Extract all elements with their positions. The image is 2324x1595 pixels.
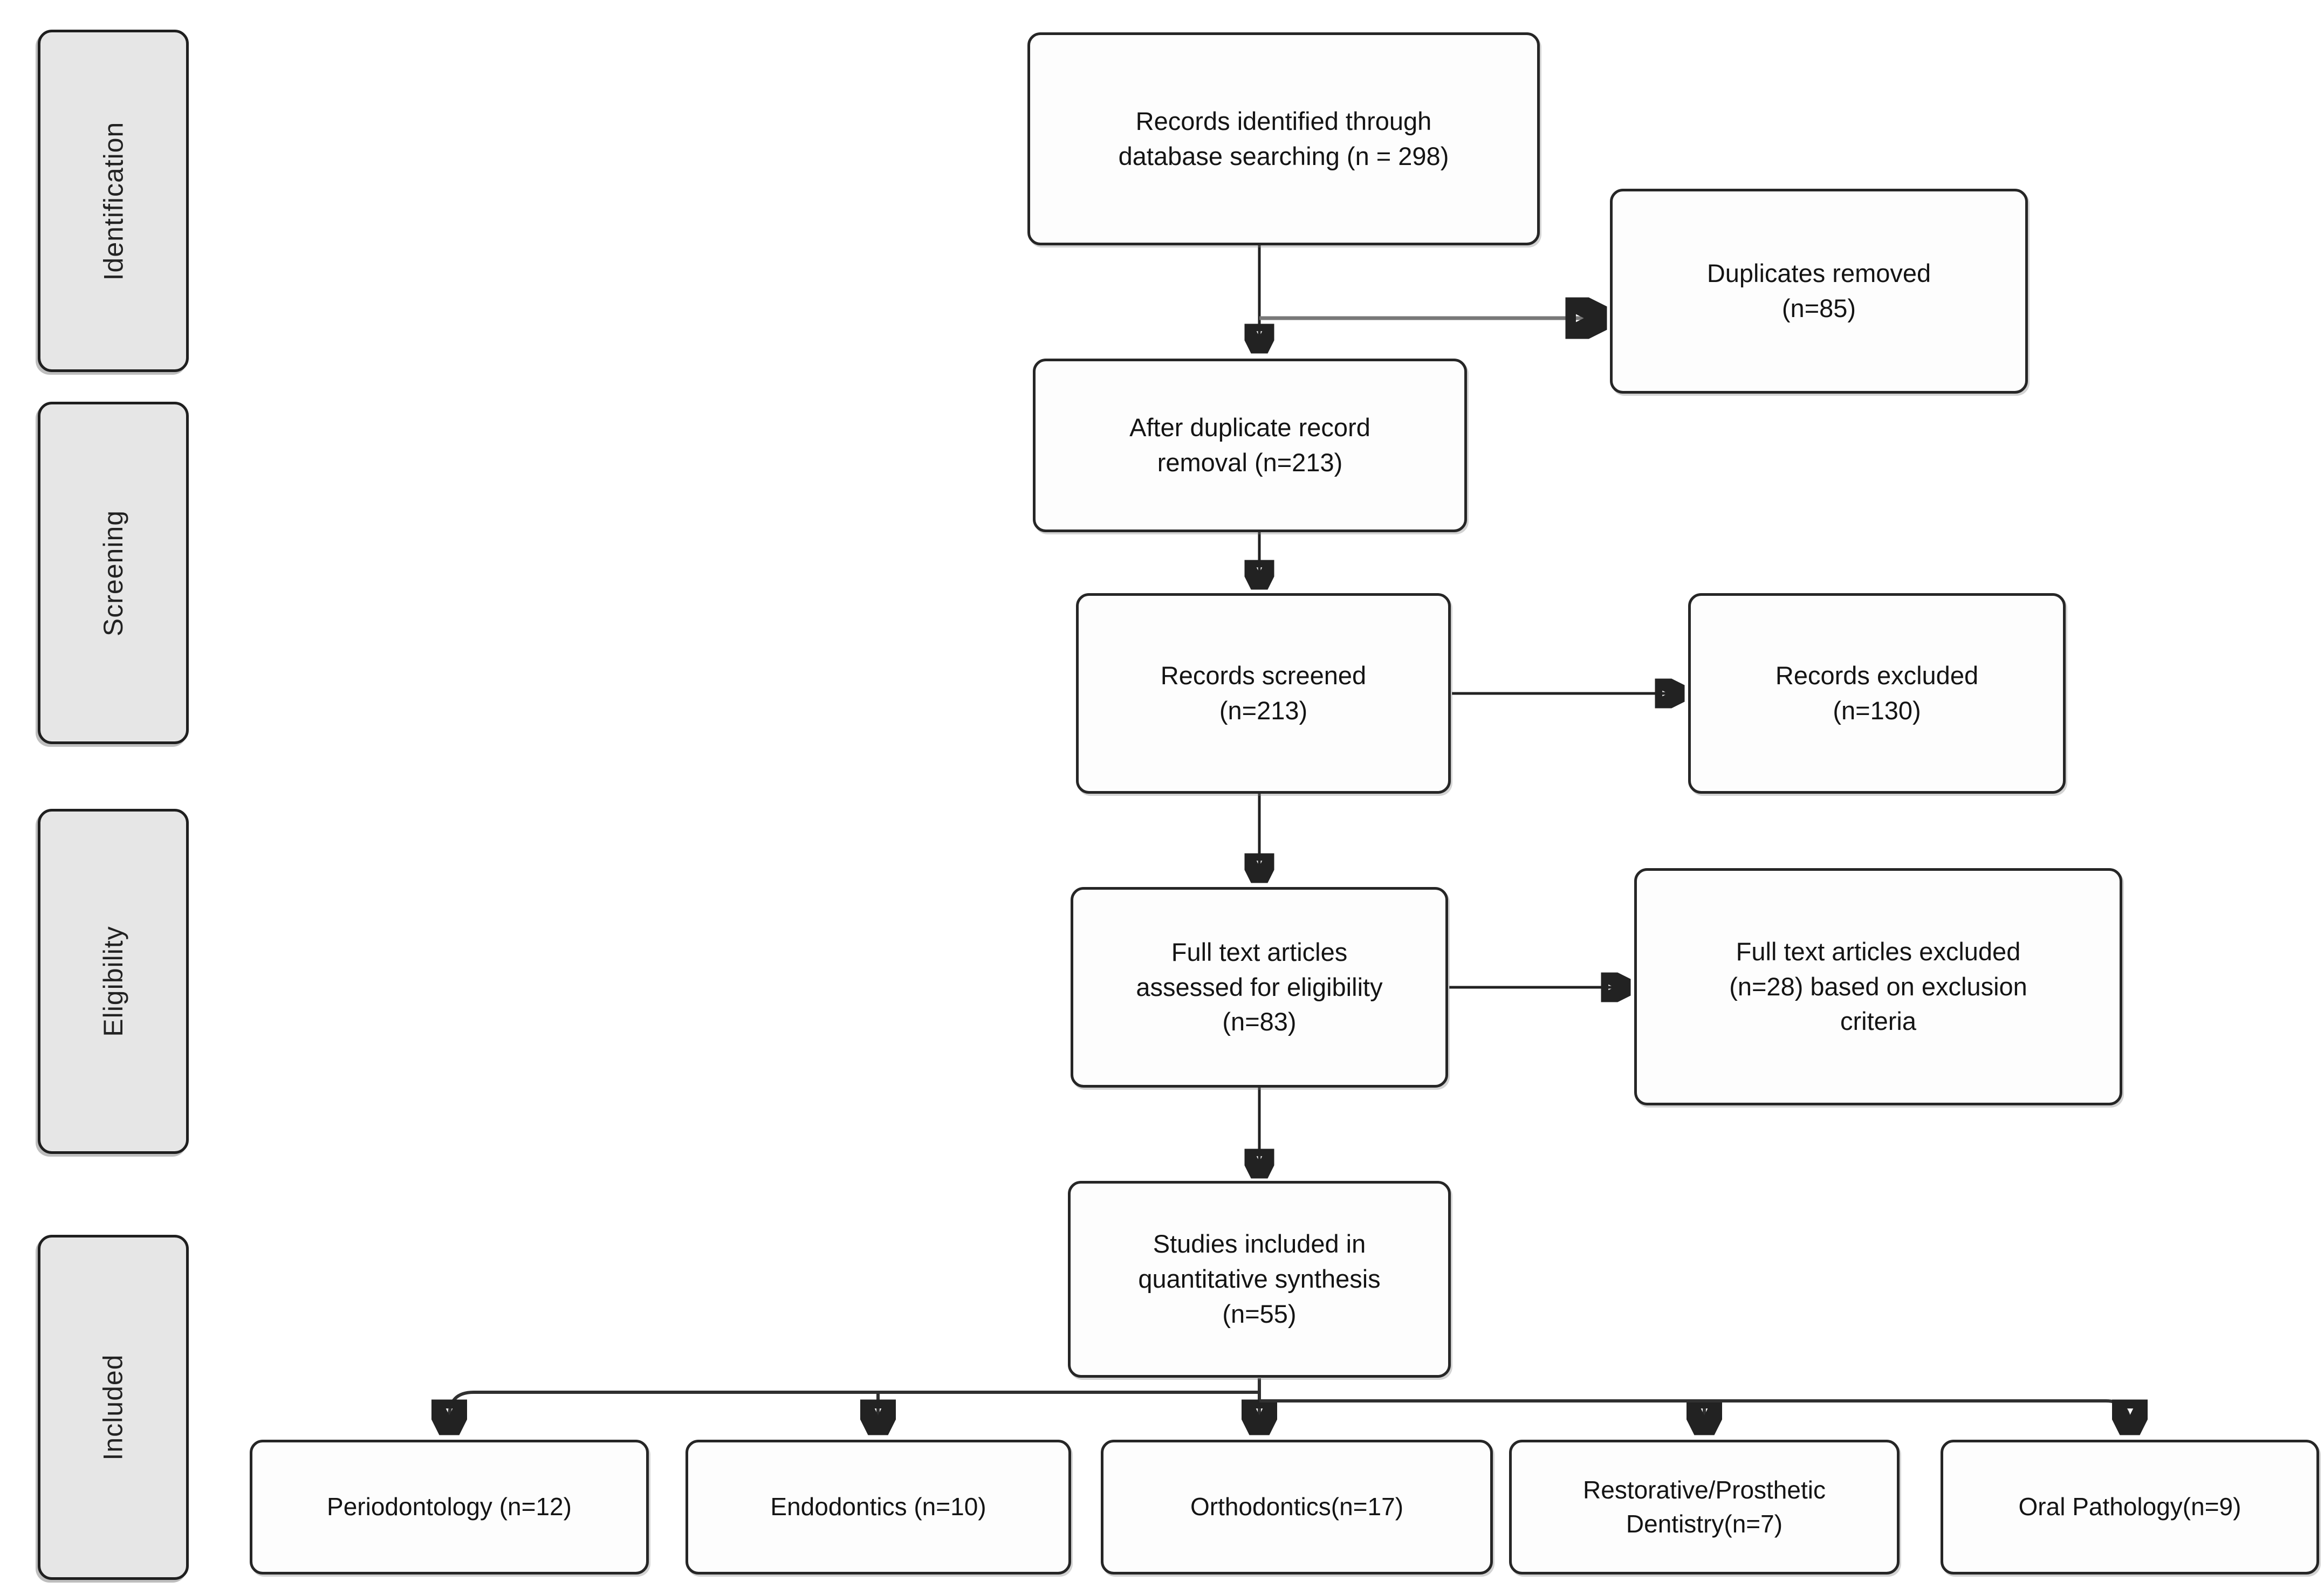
box-specialty-endodontics: Endodontics (n=10) — [685, 1440, 1071, 1575]
box-duplicates-removed: Duplicates removed (n=85) — [1610, 189, 2028, 394]
box-fulltext-excluded-label: Full text articles excluded (n=28) based… — [1729, 937, 2027, 1036]
box-records-identified: Records identified through database sear… — [1027, 32, 1540, 245]
box-studies-included: Studies included in quantitative synthes… — [1068, 1181, 1451, 1378]
box-after-duplicate-removal: After duplicate record removal (n=213) — [1033, 359, 1467, 532]
box-specialty-orthodontics-label: Orthodontics(n=17) — [1190, 1493, 1404, 1521]
box-records-screened: Records screened (n=213) — [1076, 593, 1451, 794]
box-specialty-periodontology: Periodontology (n=12) — [250, 1440, 649, 1575]
box-fulltext-assessed: Full text articles assessed for eligibil… — [1071, 887, 1448, 1088]
stage-box-included: Included — [38, 1235, 189, 1580]
stage-label-included: Included — [98, 1354, 128, 1461]
stage-label-screening: Screening — [98, 510, 128, 636]
box-specialty-periodontology-label: Periodontology (n=12) — [327, 1493, 572, 1521]
stage-label-identification: Identification — [98, 121, 128, 280]
stage-box-identification: Identification — [38, 30, 189, 372]
box-fulltext-excluded: Full text articles excluded (n=28) based… — [1634, 868, 2122, 1105]
box-fulltext-assessed-label: Full text articles assessed for eligibil… — [1136, 937, 1383, 1036]
box-specialty-orthodontics: Orthodontics(n=17) — [1101, 1440, 1493, 1575]
stage-box-eligibility: Eligibility — [38, 809, 189, 1154]
stage-label-eligibility: Eligibility — [98, 926, 128, 1037]
box-records-screened-label: Records screened (n=213) — [1160, 661, 1367, 725]
box-records-excluded: Records excluded (n=130) — [1688, 593, 2066, 794]
box-records-identified-label: Records identified through database sear… — [1118, 106, 1449, 170]
box-duplicates-removed-label: Duplicates removed (n=85) — [1706, 259, 1931, 322]
box-records-excluded-label: Records excluded (n=130) — [1775, 661, 1979, 725]
box-specialty-oral-pathology: Oral Pathology(n=9) — [1941, 1440, 2319, 1575]
box-specialty-endodontics-label: Endodontics (n=10) — [770, 1493, 986, 1521]
stage-box-screening: Screening — [38, 402, 189, 744]
box-studies-included-label: Studies included in quantitative synthes… — [1138, 1229, 1381, 1328]
box-specialty-oral-pathology-label: Oral Pathology(n=9) — [2018, 1493, 2241, 1521]
box-specialty-restorative-prosthetic: Restorative/Prosthetic Dentistry(n=7) — [1509, 1440, 1900, 1575]
box-specialty-restorative-prosthetic-label: Restorative/Prosthetic Dentistry(n=7) — [1583, 1475, 1826, 1538]
box-after-duplicate-removal-label: After duplicate record removal (n=213) — [1129, 413, 1370, 477]
arrow-included-to-periodontology — [449, 1391, 1259, 1432]
arrow-included-to-oral-pathology — [1259, 1399, 2130, 1432]
